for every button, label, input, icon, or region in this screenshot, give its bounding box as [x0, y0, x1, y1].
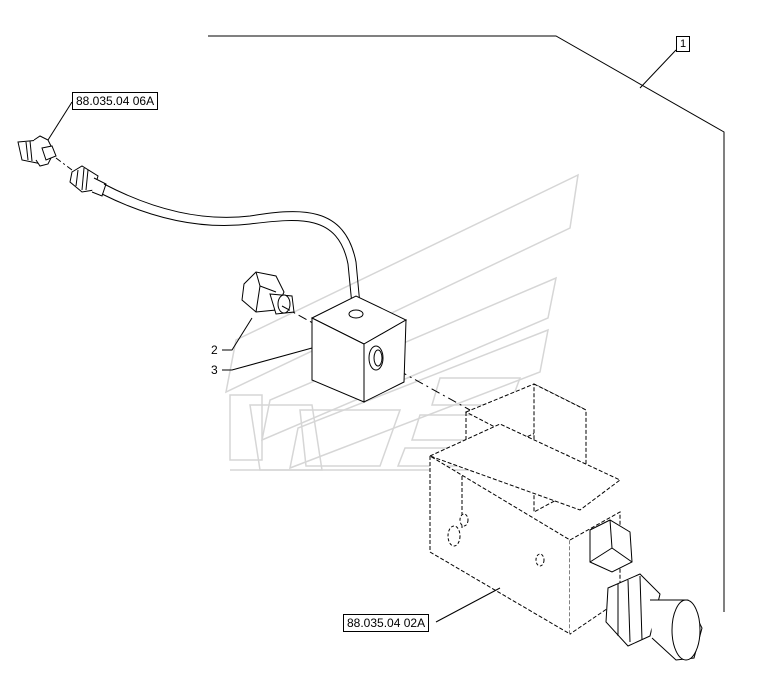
connector-reference-label[interactable]: 88.035.04 06A [72, 92, 159, 110]
axis-block [281, 305, 471, 411]
sensor-block [310, 295, 408, 403]
valve-assembly [428, 383, 703, 661]
connector-fitting [17, 135, 57, 167]
cable-plug [69, 165, 107, 197]
leader-connector-ref [47, 101, 73, 141]
item-number-2: 2 [211, 343, 218, 357]
sensor-cable [101, 183, 361, 306]
leader-valve-ref [435, 587, 501, 623]
assembly-bracket [208, 35, 725, 612]
axis-connector [55, 157, 73, 171]
item-number-3: 3 [211, 363, 218, 377]
valve-reference-label[interactable]: 88.035.04 02A [343, 614, 430, 632]
item-leaders [222, 317, 313, 371]
hex-plug [241, 271, 295, 315]
block-top-hole [348, 309, 364, 319]
item-number-1: 1 [676, 36, 690, 52]
